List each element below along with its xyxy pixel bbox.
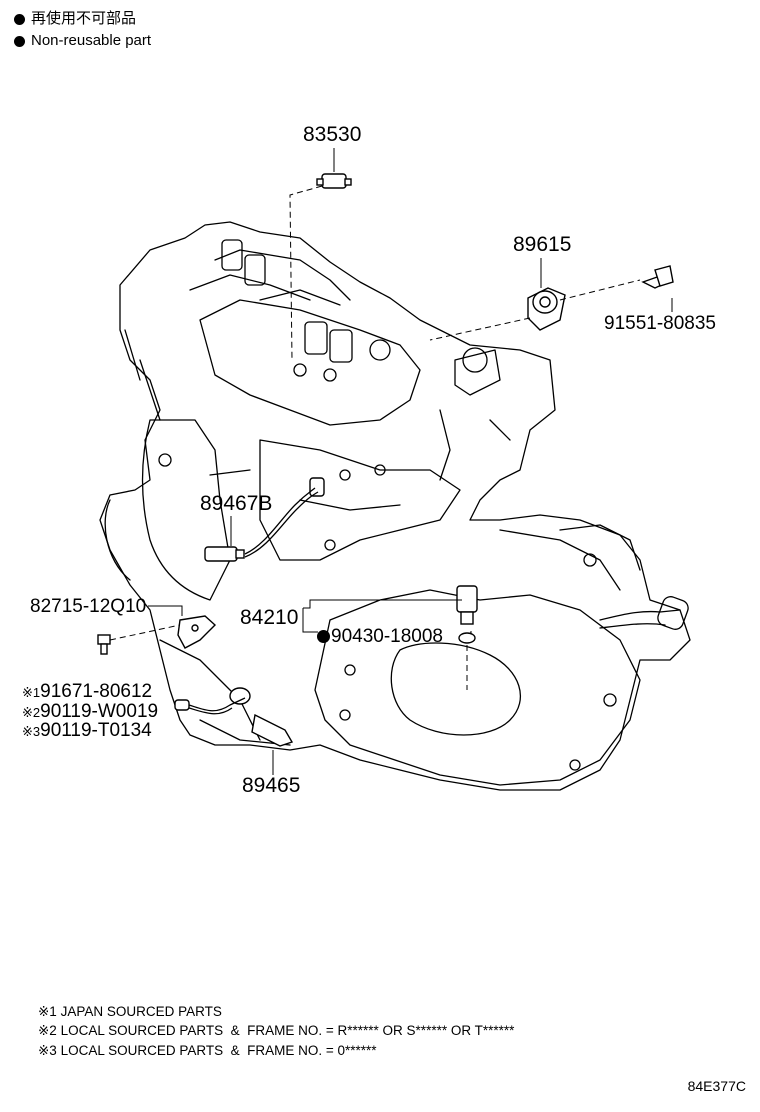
legend-item-non-reusable-en: Non-reusable part bbox=[14, 32, 151, 50]
neutral-start-switch-icon bbox=[456, 585, 478, 644]
footnote-text: JAPAN SOURCED PARTS bbox=[60, 1004, 222, 1019]
part-label-89615[interactable]: 89615 bbox=[513, 233, 572, 256]
air-fuel-sensor-icon bbox=[204, 477, 325, 562]
part-label-84210[interactable]: 84210 bbox=[240, 606, 299, 629]
bracket-icon bbox=[177, 615, 217, 649]
non-reusable-dot-icon bbox=[317, 630, 330, 643]
legend-text-jp: 再使用不可部品 bbox=[31, 10, 137, 27]
part-number-90119-t: 90119-T0134 bbox=[40, 720, 152, 741]
part-label-82715-12q10[interactable]: 82715-12Q10 bbox=[30, 596, 147, 617]
footnote-2: ※2 LOCAL SOURCED PARTS & FRAME NO. = R**… bbox=[38, 1023, 514, 1039]
cam-cover bbox=[199, 299, 421, 426]
footnote-mark: ※3 bbox=[38, 1043, 57, 1058]
part-label-90119-t0134[interactable]: ※390119-T0134 bbox=[22, 721, 152, 742]
note-mark-1: ※1 bbox=[22, 685, 41, 700]
bolt-small-icon bbox=[97, 634, 111, 655]
part-label-83530[interactable]: 83530 bbox=[303, 123, 362, 146]
legend-text-en: Non-reusable part bbox=[31, 32, 152, 49]
footnote-3: ※3 LOCAL SOURCED PARTS & FRAME NO. = 0**… bbox=[38, 1043, 377, 1059]
filled-circle-icon bbox=[14, 13, 25, 25]
part-label-91671-80612[interactable]: ※191671-80612 bbox=[22, 682, 152, 703]
part-number-91671: 91671-80612 bbox=[40, 681, 153, 702]
bolt-icon bbox=[641, 265, 674, 289]
diagram-code: 84E377C bbox=[687, 1078, 746, 1094]
footnote-mark: ※1 bbox=[38, 1004, 57, 1019]
knock-sensor-icon bbox=[527, 287, 566, 331]
note-mark-2: ※2 bbox=[22, 705, 41, 720]
footnote-1: ※1 JAPAN SOURCED PARTS bbox=[38, 1004, 222, 1020]
footnote-text: LOCAL SOURCED PARTS & FRAME NO. = 0*****… bbox=[60, 1043, 377, 1058]
timing-cover bbox=[141, 419, 231, 601]
part-number-90119-w: 90119-W0019 bbox=[40, 701, 159, 722]
oxygen-sensor-icon bbox=[174, 687, 294, 747]
footnote-mark: ※2 bbox=[38, 1023, 57, 1038]
oil-pressure-switch-icon bbox=[316, 173, 352, 189]
part-label-89467b[interactable]: 89467B bbox=[200, 492, 273, 515]
footnote-text: LOCAL SOURCED PARTS & FRAME NO. = R*****… bbox=[60, 1023, 515, 1038]
note-mark-3: ※3 bbox=[22, 724, 41, 739]
part-number-90430: 90430-18008 bbox=[331, 626, 443, 647]
filled-circle-icon bbox=[14, 35, 25, 47]
part-label-89465[interactable]: 89465 bbox=[242, 774, 301, 797]
legend-item-non-reusable-jp: 再使用不可部品 bbox=[14, 10, 136, 28]
part-label-90430-18008[interactable]: 90430-18008 bbox=[317, 627, 443, 647]
part-label-91551-80835[interactable]: 91551-80835 bbox=[604, 313, 716, 334]
part-label-90119-w0019[interactable]: ※290119-W0019 bbox=[22, 702, 158, 723]
transaxle-housing bbox=[314, 589, 641, 786]
